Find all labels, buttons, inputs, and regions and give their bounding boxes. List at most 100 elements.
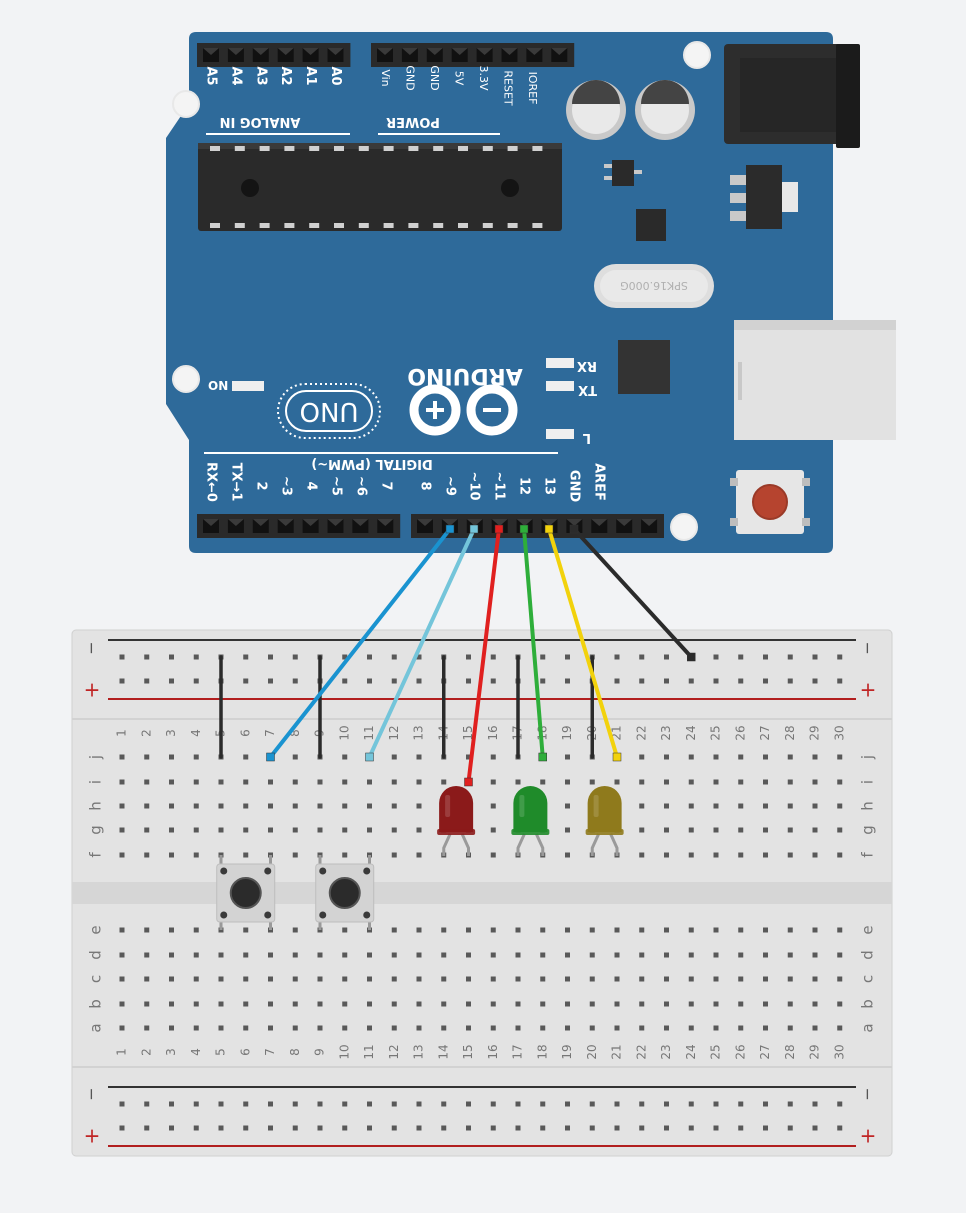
breadboard-hole[interactable] — [589, 927, 595, 933]
rail-hole[interactable] — [367, 1101, 372, 1107]
rail-hole[interactable] — [763, 1125, 768, 1131]
breadboard-hole[interactable] — [688, 827, 694, 833]
rail-hole[interactable] — [837, 678, 843, 684]
signal-wire[interactable] — [464, 524, 504, 787]
rail-hole[interactable] — [787, 678, 793, 684]
breadboard-hole[interactable] — [589, 1025, 595, 1031]
breadboard-hole[interactable] — [763, 754, 768, 760]
rail-hole[interactable] — [292, 654, 298, 660]
rail-hole[interactable] — [614, 1125, 620, 1131]
breadboard-hole[interactable] — [292, 779, 298, 785]
breadboard-hole[interactable] — [193, 952, 199, 958]
breadboard-hole[interactable] — [243, 754, 249, 760]
breadboard-hole[interactable] — [218, 779, 224, 785]
breadboard-hole[interactable] — [466, 1001, 471, 1007]
breadboard-hole[interactable] — [763, 852, 768, 858]
breadboard-hole[interactable] — [144, 852, 150, 858]
breadboard-hole[interactable] — [787, 803, 793, 809]
rail-hole[interactable] — [738, 678, 744, 684]
breadboard-hole[interactable] — [639, 952, 645, 958]
rail-hole[interactable] — [837, 1101, 843, 1107]
breadboard-hole[interactable] — [317, 779, 323, 785]
rail-hole[interactable] — [292, 1125, 298, 1131]
breadboard-hole[interactable] — [391, 952, 397, 958]
rail-hole[interactable] — [416, 678, 422, 684]
breadboard-hole[interactable] — [837, 1001, 843, 1007]
breadboard-hole[interactable] — [342, 927, 348, 933]
rail-hole[interactable] — [342, 654, 348, 660]
signal-wire[interactable] — [569, 524, 696, 662]
rail-hole[interactable] — [589, 1125, 595, 1131]
breadboard-hole[interactable] — [391, 754, 397, 760]
breadboard-hole[interactable] — [812, 852, 818, 858]
breadboard-hole[interactable] — [391, 803, 397, 809]
breadboard-hole[interactable] — [466, 1025, 471, 1031]
rail-hole[interactable] — [268, 654, 273, 660]
breadboard-hole[interactable] — [193, 1025, 199, 1031]
rail-hole[interactable] — [466, 678, 471, 684]
rail-hole[interactable] — [243, 678, 249, 684]
breadboard-hole[interactable] — [342, 852, 348, 858]
breadboard-hole[interactable] — [268, 952, 273, 958]
breadboard-hole[interactable] — [664, 927, 669, 933]
rail-hole[interactable] — [738, 1101, 744, 1107]
breadboard-hole[interactable] — [565, 1001, 570, 1007]
breadboard-hole[interactable] — [515, 1001, 521, 1007]
rail-hole[interactable] — [515, 1101, 521, 1107]
breadboard-hole[interactable] — [466, 952, 471, 958]
breadboard-hole[interactable] — [243, 927, 249, 933]
rail-hole[interactable] — [119, 654, 125, 660]
rail-hole[interactable] — [367, 1125, 372, 1131]
breadboard-hole[interactable] — [639, 754, 645, 760]
breadboard-hole[interactable] — [589, 1001, 595, 1007]
breadboard-hole[interactable] — [342, 1001, 348, 1007]
rail-hole[interactable] — [639, 654, 645, 660]
breadboard-hole[interactable] — [292, 976, 298, 982]
breadboard-hole[interactable] — [144, 976, 150, 982]
rail-hole[interactable] — [243, 654, 249, 660]
breadboard-hole[interactable] — [738, 827, 744, 833]
rail-hole[interactable] — [664, 1125, 669, 1131]
rail-hole[interactable] — [812, 678, 818, 684]
breadboard-hole[interactable] — [144, 952, 150, 958]
breadboard-hole[interactable] — [490, 976, 496, 982]
rail-hole[interactable] — [490, 1125, 496, 1131]
breadboard-hole[interactable] — [763, 779, 768, 785]
breadboard-hole[interactable] — [490, 1025, 496, 1031]
breadboard-hole[interactable] — [787, 779, 793, 785]
breadboard-hole[interactable] — [664, 976, 669, 982]
signal-wire[interactable] — [266, 524, 455, 762]
breadboard-hole[interactable] — [713, 803, 719, 809]
breadboard-hole[interactable] — [317, 1001, 323, 1007]
breadboard-hole[interactable] — [664, 827, 669, 833]
breadboard-hole[interactable] — [391, 827, 397, 833]
breadboard-hole[interactable] — [342, 754, 348, 760]
breadboard-hole[interactable] — [540, 1025, 546, 1031]
breadboard-hole[interactable] — [738, 927, 744, 933]
breadboard-hole[interactable] — [787, 827, 793, 833]
breadboard-hole[interactable] — [837, 827, 843, 833]
breadboard-hole[interactable] — [193, 779, 199, 785]
breadboard-hole[interactable] — [540, 1001, 546, 1007]
breadboard-hole[interactable] — [812, 779, 818, 785]
breadboard-hole[interactable] — [639, 779, 645, 785]
breadboard-hole[interactable] — [292, 754, 298, 760]
breadboard-hole[interactable] — [738, 1001, 744, 1007]
rail-hole[interactable] — [391, 1125, 397, 1131]
breadboard-hole[interactable] — [688, 803, 694, 809]
breadboard-hole[interactable] — [812, 1001, 818, 1007]
breadboard-hole[interactable] — [193, 927, 199, 933]
breadboard-hole[interactable] — [391, 927, 397, 933]
breadboard-hole[interactable] — [787, 927, 793, 933]
breadboard-hole[interactable] — [441, 952, 447, 958]
signal-wire[interactable] — [544, 524, 622, 762]
breadboard-hole[interactable] — [614, 976, 620, 982]
breadboard-hole[interactable] — [243, 852, 249, 858]
rail-hole[interactable] — [268, 678, 273, 684]
breadboard-hole[interactable] — [837, 1025, 843, 1031]
arduino-board[interactable]: SPK16.000G RX TX L ON — [166, 32, 896, 553]
breadboard-hole[interactable] — [812, 827, 818, 833]
rail-hole[interactable] — [119, 1101, 125, 1107]
breadboard-hole[interactable] — [218, 1025, 224, 1031]
breadboard-hole[interactable] — [193, 1001, 199, 1007]
